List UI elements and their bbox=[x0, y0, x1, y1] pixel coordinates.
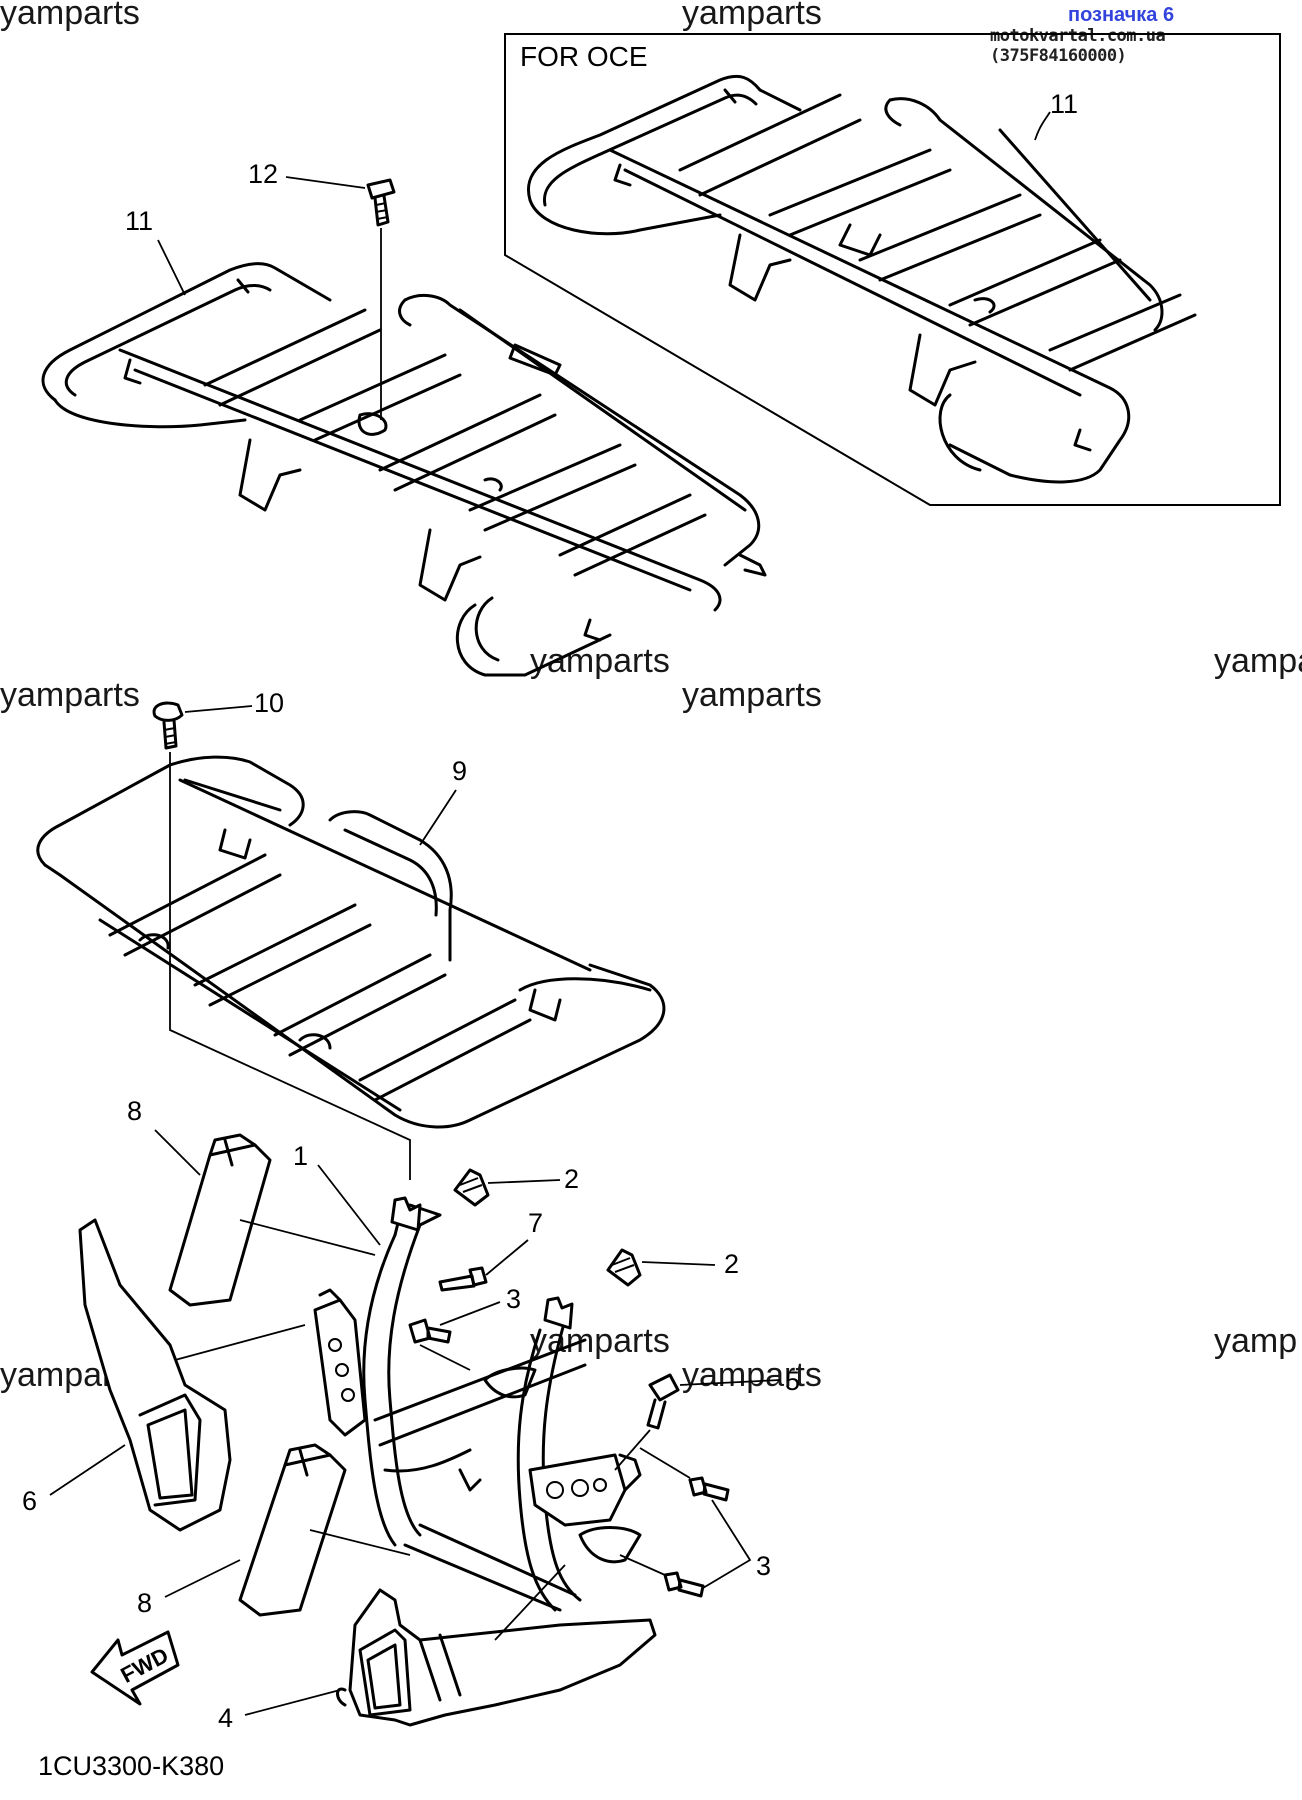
rack-stay-assembly bbox=[313, 1196, 642, 1612]
watermark: yamparts bbox=[682, 1356, 822, 1394]
callout-11: 11 bbox=[125, 206, 153, 236]
carrier-rack-top: 11 bbox=[41, 206, 767, 677]
callout-4: 4 bbox=[218, 1703, 233, 1733]
callout-1-group: 1 bbox=[293, 1141, 381, 1246]
watermark: yamparts bbox=[0, 676, 140, 714]
guard-6: 6 bbox=[22, 1218, 306, 1532]
callout-2: 2 bbox=[564, 1164, 579, 1194]
callout-3: 3 bbox=[506, 1284, 521, 1314]
callout-3: 3 bbox=[756, 1551, 771, 1581]
carrier-rack-rear: 9 bbox=[36, 755, 666, 1129]
callout-8: 8 bbox=[137, 1588, 152, 1618]
callout-11: 11 bbox=[1050, 89, 1078, 119]
site-label: motokvartal.com.ua (375F84160000) bbox=[990, 26, 1166, 66]
cover-8-lower: 8 bbox=[137, 1443, 411, 1618]
callout-8: 8 bbox=[127, 1096, 142, 1126]
watermark: yampa bbox=[1214, 642, 1302, 680]
inset-box: FOR OCE bbox=[504, 33, 1281, 506]
carrier-rack-oce: 11 bbox=[527, 74, 1197, 484]
callout-6: 6 bbox=[22, 1486, 37, 1516]
watermark: yamparts bbox=[682, 676, 822, 714]
callout-5: 5 bbox=[785, 1366, 800, 1396]
bolts-and-caps: 2 2 7 3 3 5 bbox=[408, 1164, 800, 1598]
watermark: yamp bbox=[1214, 1322, 1298, 1360]
callout-9: 9 bbox=[452, 756, 467, 786]
bolt-12: 12 bbox=[248, 159, 396, 420]
watermark: yamparts bbox=[682, 0, 822, 32]
callout-10: 10 bbox=[254, 688, 284, 718]
bolt-10: 10 bbox=[152, 688, 411, 1180]
callout-1: 1 bbox=[293, 1141, 308, 1171]
callout-2: 2 bbox=[724, 1249, 739, 1279]
inset-title: FOR OCE bbox=[520, 41, 648, 72]
cover-8-upper: 8 bbox=[127, 1096, 376, 1307]
callout-12: 12 bbox=[248, 159, 278, 189]
fwd-arrow: FWD bbox=[90, 1630, 180, 1706]
guard-4: 4 bbox=[218, 1564, 657, 1733]
callout-7: 7 bbox=[528, 1208, 543, 1238]
watermark: yamparts bbox=[0, 0, 140, 32]
part-code: 1CU3300-K380 bbox=[38, 1751, 224, 1781]
marker-label: позначка 6 bbox=[1068, 4, 1175, 26]
